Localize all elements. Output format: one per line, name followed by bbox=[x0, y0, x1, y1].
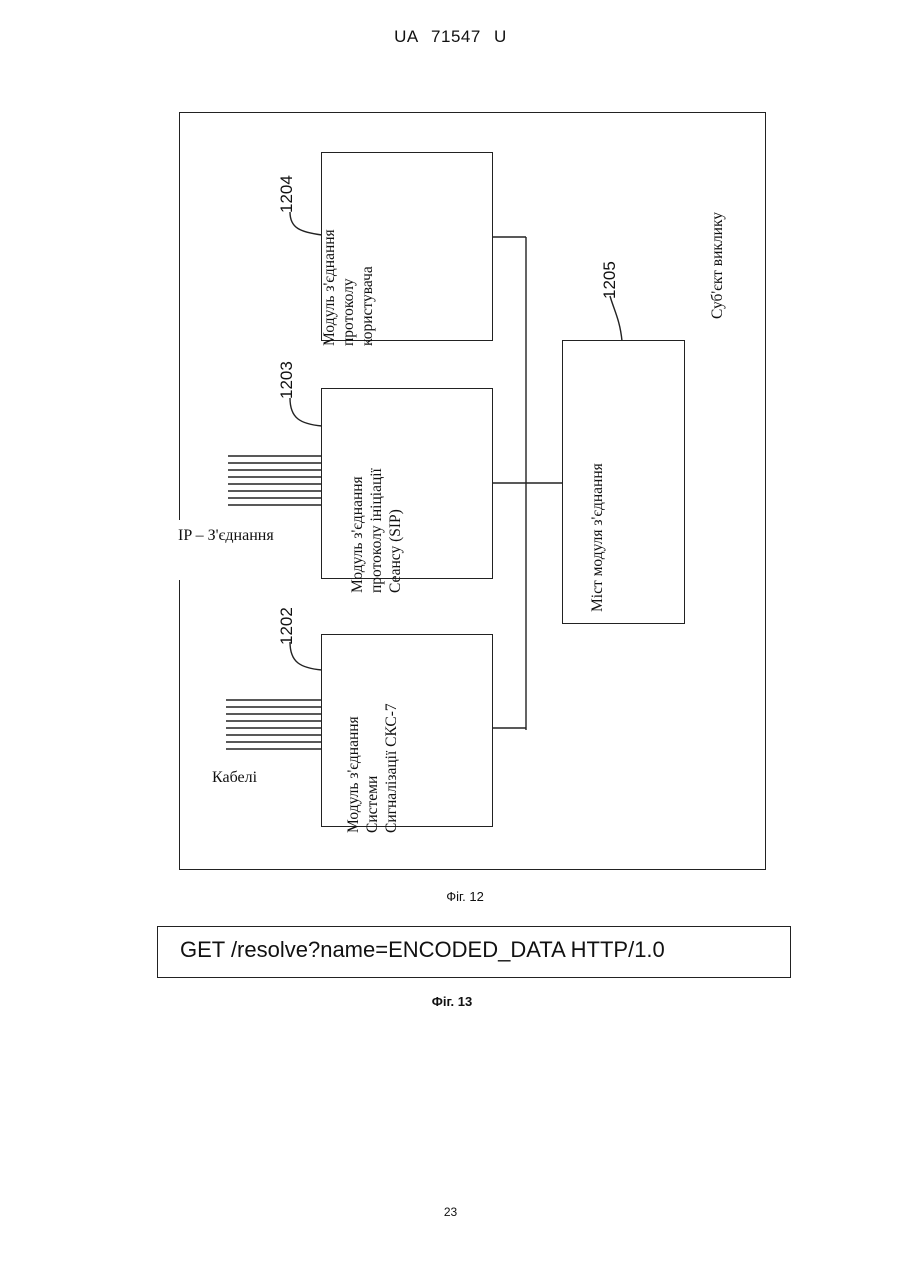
ip-connection-label: IP – З'єднання bbox=[178, 527, 274, 545]
call-subject-label: Суб'єкт виклику bbox=[709, 189, 729, 319]
module-1205-bridge-box bbox=[562, 340, 685, 624]
figure-13-caption: Фіг. 13 bbox=[392, 994, 512, 1009]
ref-number-1205: 1205 bbox=[600, 249, 620, 299]
page-number: 23 bbox=[0, 1205, 901, 1219]
module-1204-label: Модуль з'єднання протоколу користувача bbox=[320, 174, 380, 346]
ref-number-1203: 1203 bbox=[277, 349, 297, 399]
leader-1205 bbox=[610, 296, 622, 341]
leader-1202 bbox=[290, 642, 322, 670]
leader-1203 bbox=[290, 398, 322, 426]
ref-number-1204: 1204 bbox=[277, 163, 297, 213]
cables-label: Кабелі bbox=[212, 769, 257, 787]
http-request-text: GET /resolve?name=ENCODED_DATA HTTP/1.0 bbox=[180, 937, 665, 963]
module-1203-label: Модуль з'єднання протоколу ініціації Сеа… bbox=[348, 403, 408, 593]
module-1202-label: Модуль з'єднання Системи Сигналізації СК… bbox=[344, 657, 404, 833]
figure-12-caption: Фіг. 12 bbox=[405, 889, 525, 904]
leader-1204 bbox=[290, 212, 322, 235]
ref-number-1202: 1202 bbox=[277, 595, 297, 645]
module-1205-label: Міст модуля з'єднання bbox=[588, 432, 608, 612]
